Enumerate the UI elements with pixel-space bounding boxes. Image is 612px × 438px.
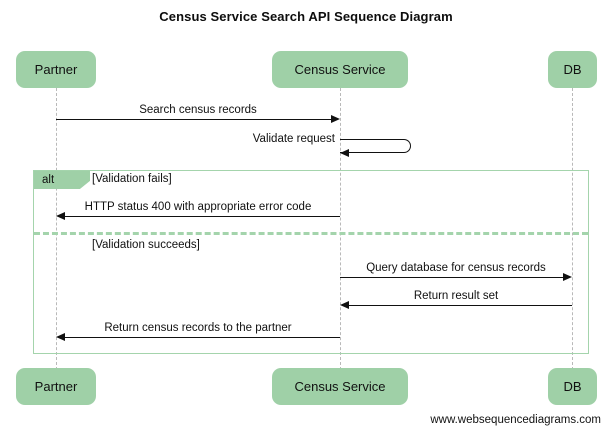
participant-label: Census Service <box>294 62 386 77</box>
message-line-search-census-records <box>56 119 331 120</box>
page-title: Census Service Search API Sequence Diagr… <box>159 9 453 24</box>
message-label-return-result-set: Return result set <box>413 290 499 302</box>
watermark: www.websequencediagrams.com <box>430 414 601 426</box>
participant-label: Partner <box>34 62 78 77</box>
alt-fragment-divider <box>34 232 588 235</box>
alt-branch-condition-1: [Validation fails] <box>92 173 172 185</box>
participant-label: Census Service <box>294 379 386 394</box>
participant-db-bottom[interactable]: DB <box>548 368 597 405</box>
alt-fragment-operator-tag: alt <box>34 171 90 189</box>
arrowhead-validate-request <box>340 148 349 157</box>
arrowhead-search-census-records <box>331 114 340 123</box>
message-label-http-status-400: HTTP status 400 with appropriate error c… <box>84 201 312 213</box>
participant-partner-bottom[interactable]: Partner <box>16 368 96 405</box>
participant-census-service-bottom[interactable]: Census Service <box>272 368 408 405</box>
participant-label: DB <box>563 379 582 394</box>
message-label-search-census-records: Search census records <box>139 104 257 116</box>
message-line-return-result-set <box>349 305 572 306</box>
participant-census-service-top[interactable]: Census Service <box>272 51 408 88</box>
message-line-query-database <box>340 277 563 278</box>
participant-label: DB <box>563 62 582 77</box>
message-label-validate-request: Validate request <box>252 133 335 145</box>
arrowhead-query-database <box>563 272 572 281</box>
alt-fragment-frame <box>33 170 589 354</box>
arrowhead-return-result-set <box>340 300 349 309</box>
participant-partner-top[interactable]: Partner <box>16 51 96 88</box>
alt-branch-condition-2: [Validation succeeds] <box>92 239 200 251</box>
self-message-loop-validate-request <box>340 139 411 153</box>
arrowhead-return-census-records <box>56 332 65 341</box>
arrowhead-http-status-400 <box>56 211 65 220</box>
message-line-return-census-records <box>65 337 340 338</box>
message-line-http-status-400 <box>65 216 340 217</box>
lifeline-partner <box>56 88 57 370</box>
participant-db-top[interactable]: DB <box>548 51 597 88</box>
message-label-query-database: Query database for census records <box>366 262 546 274</box>
message-label-return-census-records: Return census records to the partner <box>104 322 292 334</box>
participant-label: Partner <box>34 379 78 394</box>
lifeline-db <box>572 88 573 370</box>
alt-operator-label: alt <box>42 174 55 186</box>
lifeline-census-service <box>340 88 341 370</box>
